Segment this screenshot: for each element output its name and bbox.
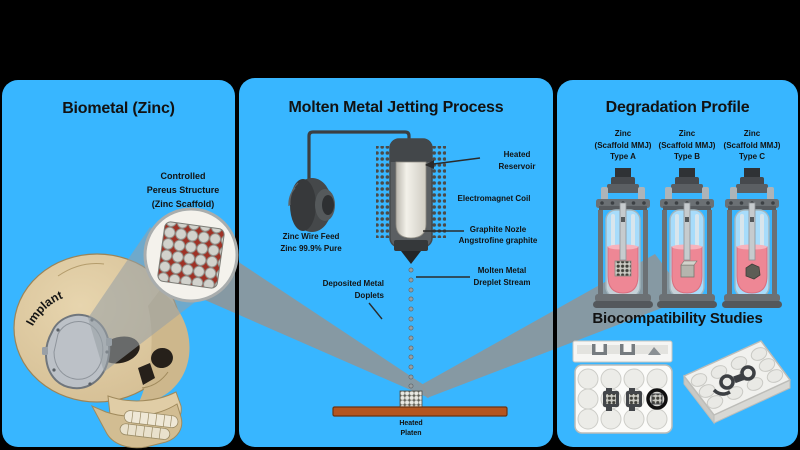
heated-reservoir-body (389, 138, 433, 251)
scaffold-structure-label: Controlled Pereus Structure (Zinc Scaffo… (127, 169, 239, 211)
platen-line1: Heated (399, 420, 423, 427)
type-a-line2: (Scaffold MMJ) (594, 140, 652, 150)
panel-divider-right (553, 78, 557, 447)
type-b-line2: (Scaffold MMJ) (658, 140, 716, 150)
beam-scaffold-to-deposit (205, 247, 429, 398)
electromagnet-coil-label: Electromagnet Coil (457, 194, 531, 203)
sample-label-type-b: Zinc (Scaffold MMJ) Type B (651, 128, 723, 163)
nozzle-line1: Graphite Nozle (469, 225, 527, 234)
well-plate-perspective (683, 340, 791, 425)
graphite-nozzle-cone (401, 251, 421, 264)
callout-lines (368, 157, 481, 320)
scaffold-label-line1: Controlled (160, 171, 206, 181)
type-b-line1: Zinc (678, 129, 696, 138)
type-b-line3: Type B (673, 152, 701, 161)
scaffold-spheres (157, 221, 225, 289)
deposited-metal-label: Deposited Metal Doplets (288, 278, 384, 302)
type-a-line3: Type A (610, 152, 636, 161)
well-plate-top-view (574, 364, 673, 434)
lower-teeth (119, 423, 171, 440)
sample-label-type-c: Zinc (Scaffold MMJ) Type C (716, 128, 788, 163)
deposit-line2: Doplets (354, 291, 384, 300)
vessel-type-c (721, 167, 783, 309)
degradation-title: Degradation Profile (605, 99, 750, 116)
clamp-objects (712, 365, 756, 396)
vessel-sample-b (680, 260, 698, 278)
biometal-title: Biometal (Zinc) (62, 100, 175, 117)
jetting-title: Molten Metal Jetting Process (288, 99, 504, 116)
scaffold-label-line3: (Zinc Scaffold) (151, 199, 215, 209)
type-a-line1: Zinc (614, 129, 632, 138)
type-c-line2: (Scaffold MMJ) (723, 140, 781, 150)
wire-feed-label: Zinc Wire Feed Zinc 99.9% Pure (267, 231, 355, 255)
heated-platen-bar (332, 406, 508, 417)
type-c-line3: Type C (738, 152, 766, 161)
vessel-type-a (592, 167, 654, 309)
deposit-line1: Deposited Metal (322, 279, 384, 288)
droplet-stream-label: Molten Metal Dreplet Stream (456, 265, 548, 289)
reservoir-line2: Reservoir (498, 162, 536, 171)
biocompatibility-title: Biocompatibility Studies (592, 310, 763, 327)
heated-platen-label: Heated Platen (386, 419, 436, 438)
heated-reservoir-label: Heated Reservoir (484, 149, 550, 173)
wire-feed-line1: Zinc Wire Feed (282, 232, 340, 241)
wire-spool (288, 178, 335, 232)
stream-line1: Molten Metal (477, 266, 527, 275)
scaffold-clamp-samples (603, 388, 668, 411)
nozzle-line2: Angstrofine graphite (458, 236, 538, 245)
wire-feed-line2: Zinc 99.9% Pure (280, 244, 342, 253)
deposit-stack (399, 390, 423, 409)
electromagnet-coil-left (376, 146, 391, 238)
scaffold-label-line2: Pereus Structure (146, 185, 220, 195)
stream-line2: Dreplet Stream (473, 278, 531, 287)
well-plate-side-view (572, 340, 673, 363)
vessel-sample-c (745, 263, 761, 280)
reservoir-line1: Heated (503, 150, 531, 159)
platen-line2: Platen (400, 429, 422, 437)
electromagnet-coil-right (431, 146, 446, 238)
type-c-line1: Zinc (743, 129, 761, 138)
vessel-type-b (656, 167, 718, 309)
magnifier-circle (143, 207, 239, 303)
vessel-sample-a (614, 260, 632, 277)
reservoir-arrowhead (425, 160, 434, 169)
upper-teeth (123, 410, 179, 429)
droplet-stream (408, 267, 414, 389)
sample-label-type-a: Zinc (Scaffold MMJ) Type A (587, 128, 659, 163)
graphite-nozzle-label: Graphite Nozle Angstrofine graphite (448, 224, 548, 246)
